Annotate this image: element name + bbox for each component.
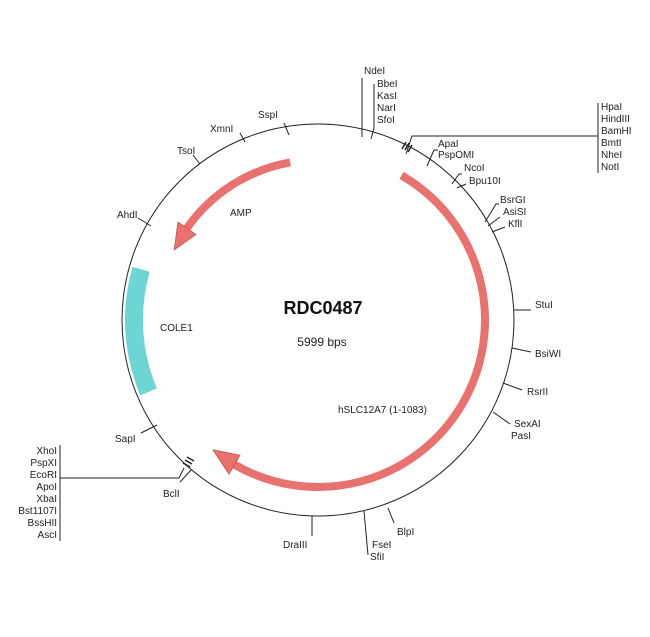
cole1-arc [125,266,157,396]
svg-text:BclI: BclI [163,489,180,500]
svg-text:BsiWI: BsiWI [535,349,561,360]
site-group-fsei: FseI SfiI [363,510,391,563]
svg-text:BmtI: BmtI [601,138,622,149]
site-group-sexai: SexAI PasI [492,411,541,442]
svg-text:NotI: NotI [601,162,619,173]
svg-text:ApaI: ApaI [438,139,459,150]
svg-text:EcoRI: EcoRI [30,470,57,481]
svg-text:HindIII: HindIII [601,114,630,125]
svg-text:XhoI: XhoI [36,446,57,457]
svg-text:BbeI: BbeI [377,79,398,90]
site-sapi: SapI [115,424,158,445]
svg-text:NcoI: NcoI [464,163,485,174]
site-bcli: BclI [163,469,192,500]
svg-text:NarI: NarI [377,103,396,114]
site-group-apai: ApaI PspOMI [426,139,474,167]
site-group-ndei: NdeI [361,66,385,137]
site-bsiwi: BsiWI [511,347,561,360]
svg-text:BsrGI: BsrGI [500,195,526,206]
feature-label-hslc12a7: hSLC12A7 (1-1083) [338,405,427,416]
svg-text:AscI: AscI [38,530,57,541]
hslc12a7-arc [232,171,489,491]
mcs-right: HpaI HindIII BamHI BmtI NheI NotI [401,102,632,173]
svg-text:PasI: PasI [511,431,531,442]
site-draiii: DraIII [283,516,313,551]
site-stui: StuI [514,300,553,311]
svg-text:Bpu10I: Bpu10I [469,176,501,187]
svg-text:TsoI: TsoI [177,146,195,157]
svg-text:PspXI: PspXI [30,458,57,469]
site-sspi: SspI [258,110,290,136]
svg-text:PspOMI: PspOMI [438,150,474,161]
site-tsoi: TsoI [177,146,201,165]
site-group-bsrgi: BsrGI AsiSI KflI [484,195,526,233]
site-xmni: XmnI [210,124,246,143]
svg-text:BamHI: BamHI [601,126,632,137]
site-group-bbei: BbeI KasI NarI SfoI [370,79,398,140]
feature-label-cole1: COLE1 [160,323,193,334]
svg-text:XmnI: XmnI [210,124,233,135]
amp-arc [183,158,291,231]
svg-text:SfoI: SfoI [377,115,395,126]
svg-text:BlpI: BlpI [397,527,414,538]
feature-label-amp: AMP [230,208,252,219]
site-group-ncoi: NcoI Bpu10I [451,163,501,189]
plasmid-size: 5999 bps [297,335,346,349]
svg-text:SfiI: SfiI [370,552,384,563]
plasmid-name: RDC0487 [283,298,362,318]
backbone-circle [121,123,515,517]
hslc12a7-arrowhead [212,449,241,475]
svg-text:StuI: StuI [535,300,553,311]
svg-text:AsiSI: AsiSI [503,207,526,218]
svg-text:Bst1107I: Bst1107I [18,506,57,517]
svg-text:BssHII: BssHII [28,518,57,529]
site-ahdi: AhdI [117,210,152,227]
svg-text:SspI: SspI [258,110,278,121]
svg-text:ApoI: ApoI [36,482,57,493]
svg-text:DraIII: DraIII [283,540,307,551]
svg-text:SapI: SapI [115,434,136,445]
svg-text:KasI: KasI [377,91,397,102]
svg-text:AhdI: AhdI [117,210,138,221]
svg-text:FseI: FseI [372,540,391,551]
site-blpi: BlpI [387,507,414,538]
svg-text:XbaI: XbaI [36,494,57,505]
svg-text:NdeI: NdeI [364,66,385,77]
site-rsrii: RsrII [502,382,548,398]
svg-text:KflI: KflI [508,219,522,230]
svg-text:SexAI: SexAI [514,419,541,430]
mcs-left: XhoI PspXI EcoRI ApoI XbaI Bst1107I BssH… [18,445,195,541]
amp-arrowhead [173,221,197,251]
svg-text:HpaI: HpaI [601,102,622,113]
svg-text:NheI: NheI [601,150,622,161]
svg-text:RsrII: RsrII [527,387,548,398]
